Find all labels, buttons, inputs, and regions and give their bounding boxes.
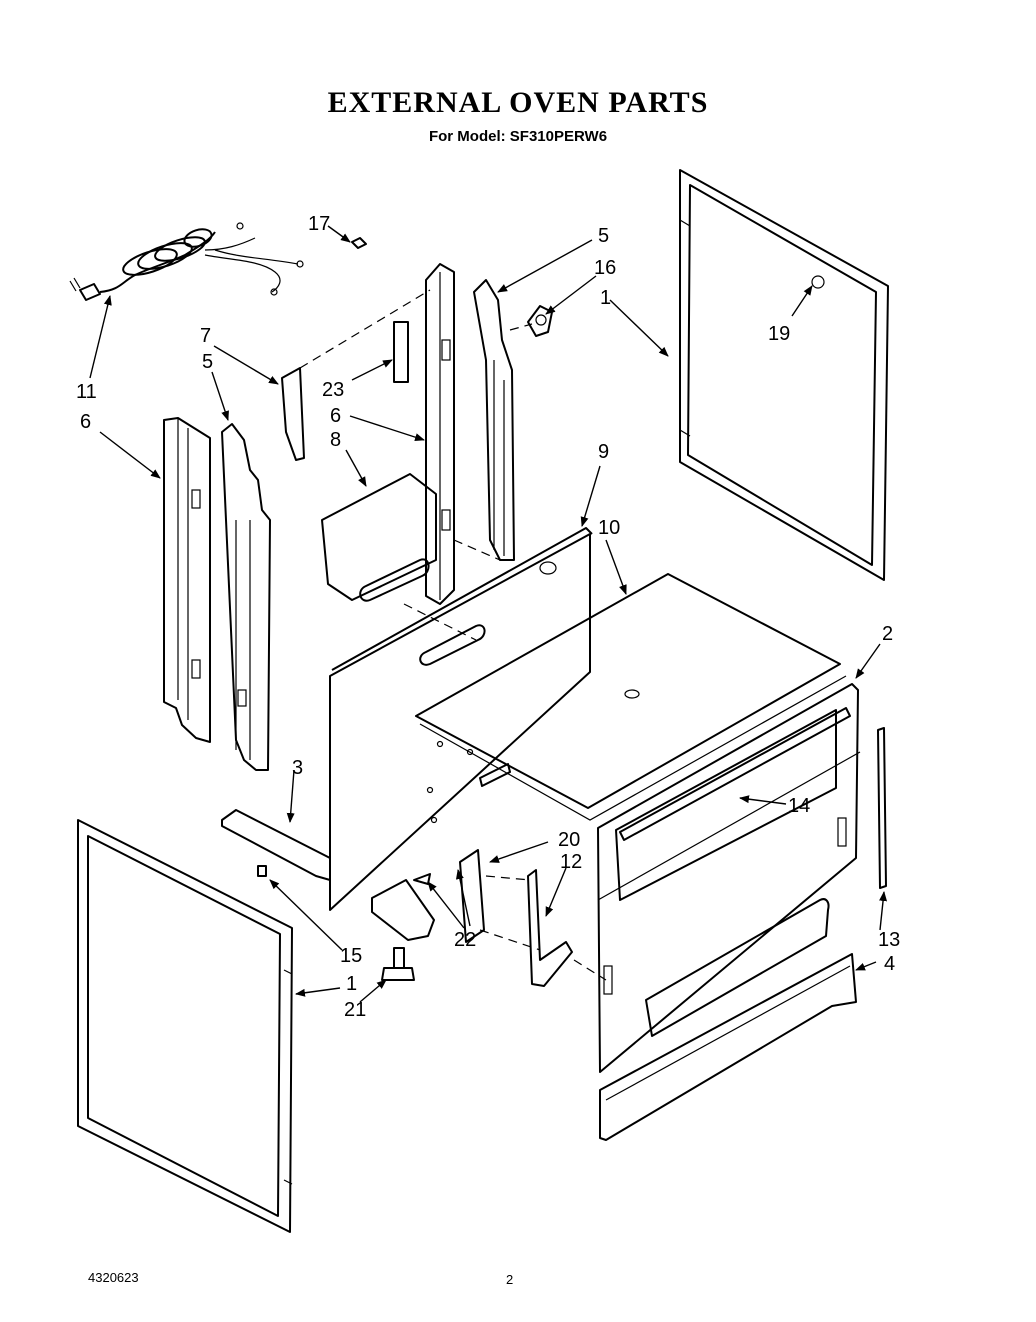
callout-5-left: 5 bbox=[202, 351, 213, 373]
callout-labels: 17 5 16 1 19 7 5 11 23 6 6 8 9 10 2 3 14… bbox=[76, 213, 900, 1021]
trim-strip-part-13 bbox=[877, 727, 887, 889]
leader-lines bbox=[89, 225, 888, 1003]
bracket-strip-part-3 bbox=[221, 809, 331, 881]
callout-17: 17 bbox=[308, 213, 330, 235]
callout-8: 8 bbox=[330, 429, 341, 451]
side-panel-part bbox=[77, 819, 293, 1233]
diagram-title: EXTERNAL OVEN PARTS bbox=[327, 86, 709, 119]
callout-2: 2 bbox=[882, 623, 893, 645]
screw-part-22 bbox=[413, 873, 431, 885]
callout-4: 4 bbox=[884, 953, 895, 975]
kick-plate-part bbox=[599, 953, 857, 1141]
callout-1-top: 1 bbox=[600, 287, 611, 309]
callout-14: 14 bbox=[788, 795, 810, 817]
callout-21: 21 bbox=[344, 999, 366, 1021]
screw-part-15 bbox=[257, 865, 267, 877]
assembly-lines bbox=[299, 289, 607, 981]
callout-6-left: 6 bbox=[80, 411, 91, 433]
callout-22: 22 bbox=[454, 929, 476, 951]
front-frame-part bbox=[597, 683, 861, 1073]
callout-3: 3 bbox=[292, 757, 303, 779]
back-panel-part bbox=[679, 169, 889, 581]
side-bracket-left-part bbox=[221, 423, 271, 771]
strip-part-23 bbox=[393, 321, 409, 383]
base-rail-part bbox=[371, 879, 435, 941]
callout-9: 9 bbox=[598, 441, 609, 463]
rear-rail-left-part bbox=[163, 417, 211, 743]
callout-5-right: 5 bbox=[598, 225, 609, 247]
cooktop-base-part bbox=[415, 573, 847, 821]
rear-rail-center-part bbox=[425, 263, 455, 605]
callout-19: 19 bbox=[768, 323, 790, 345]
callout-10: 10 bbox=[598, 517, 620, 539]
callout-7: 7 bbox=[200, 325, 211, 347]
leveling-leg-part bbox=[381, 947, 415, 981]
callout-16: 16 bbox=[594, 257, 616, 279]
callout-12: 12 bbox=[560, 851, 582, 873]
callout-11: 11 bbox=[76, 381, 97, 403]
bracket-part-20 bbox=[459, 849, 485, 943]
callout-1-bottom: 1 bbox=[346, 973, 357, 995]
rear-panel-part bbox=[329, 527, 593, 911]
strip-part-14 bbox=[619, 707, 851, 841]
knob-part-16 bbox=[527, 305, 553, 337]
power-cord-part bbox=[69, 222, 304, 301]
callout-20: 20 bbox=[558, 829, 580, 851]
model-subtitle: For Model: SF310PERW6 bbox=[428, 128, 608, 145]
document-number: 4320623 bbox=[88, 1270, 139, 1285]
page-number: 2 bbox=[506, 1272, 514, 1287]
callout-6-center: 6 bbox=[330, 405, 341, 427]
clip-part-17 bbox=[351, 237, 367, 249]
bracket-part-7 bbox=[281, 367, 305, 461]
callout-23: 23 bbox=[322, 379, 344, 401]
vent-duct-part bbox=[321, 473, 437, 602]
side-bracket-right-part bbox=[473, 279, 515, 561]
bracket-part-12 bbox=[527, 869, 573, 987]
callout-15: 15 bbox=[340, 945, 362, 967]
callout-13: 13 bbox=[878, 929, 900, 951]
